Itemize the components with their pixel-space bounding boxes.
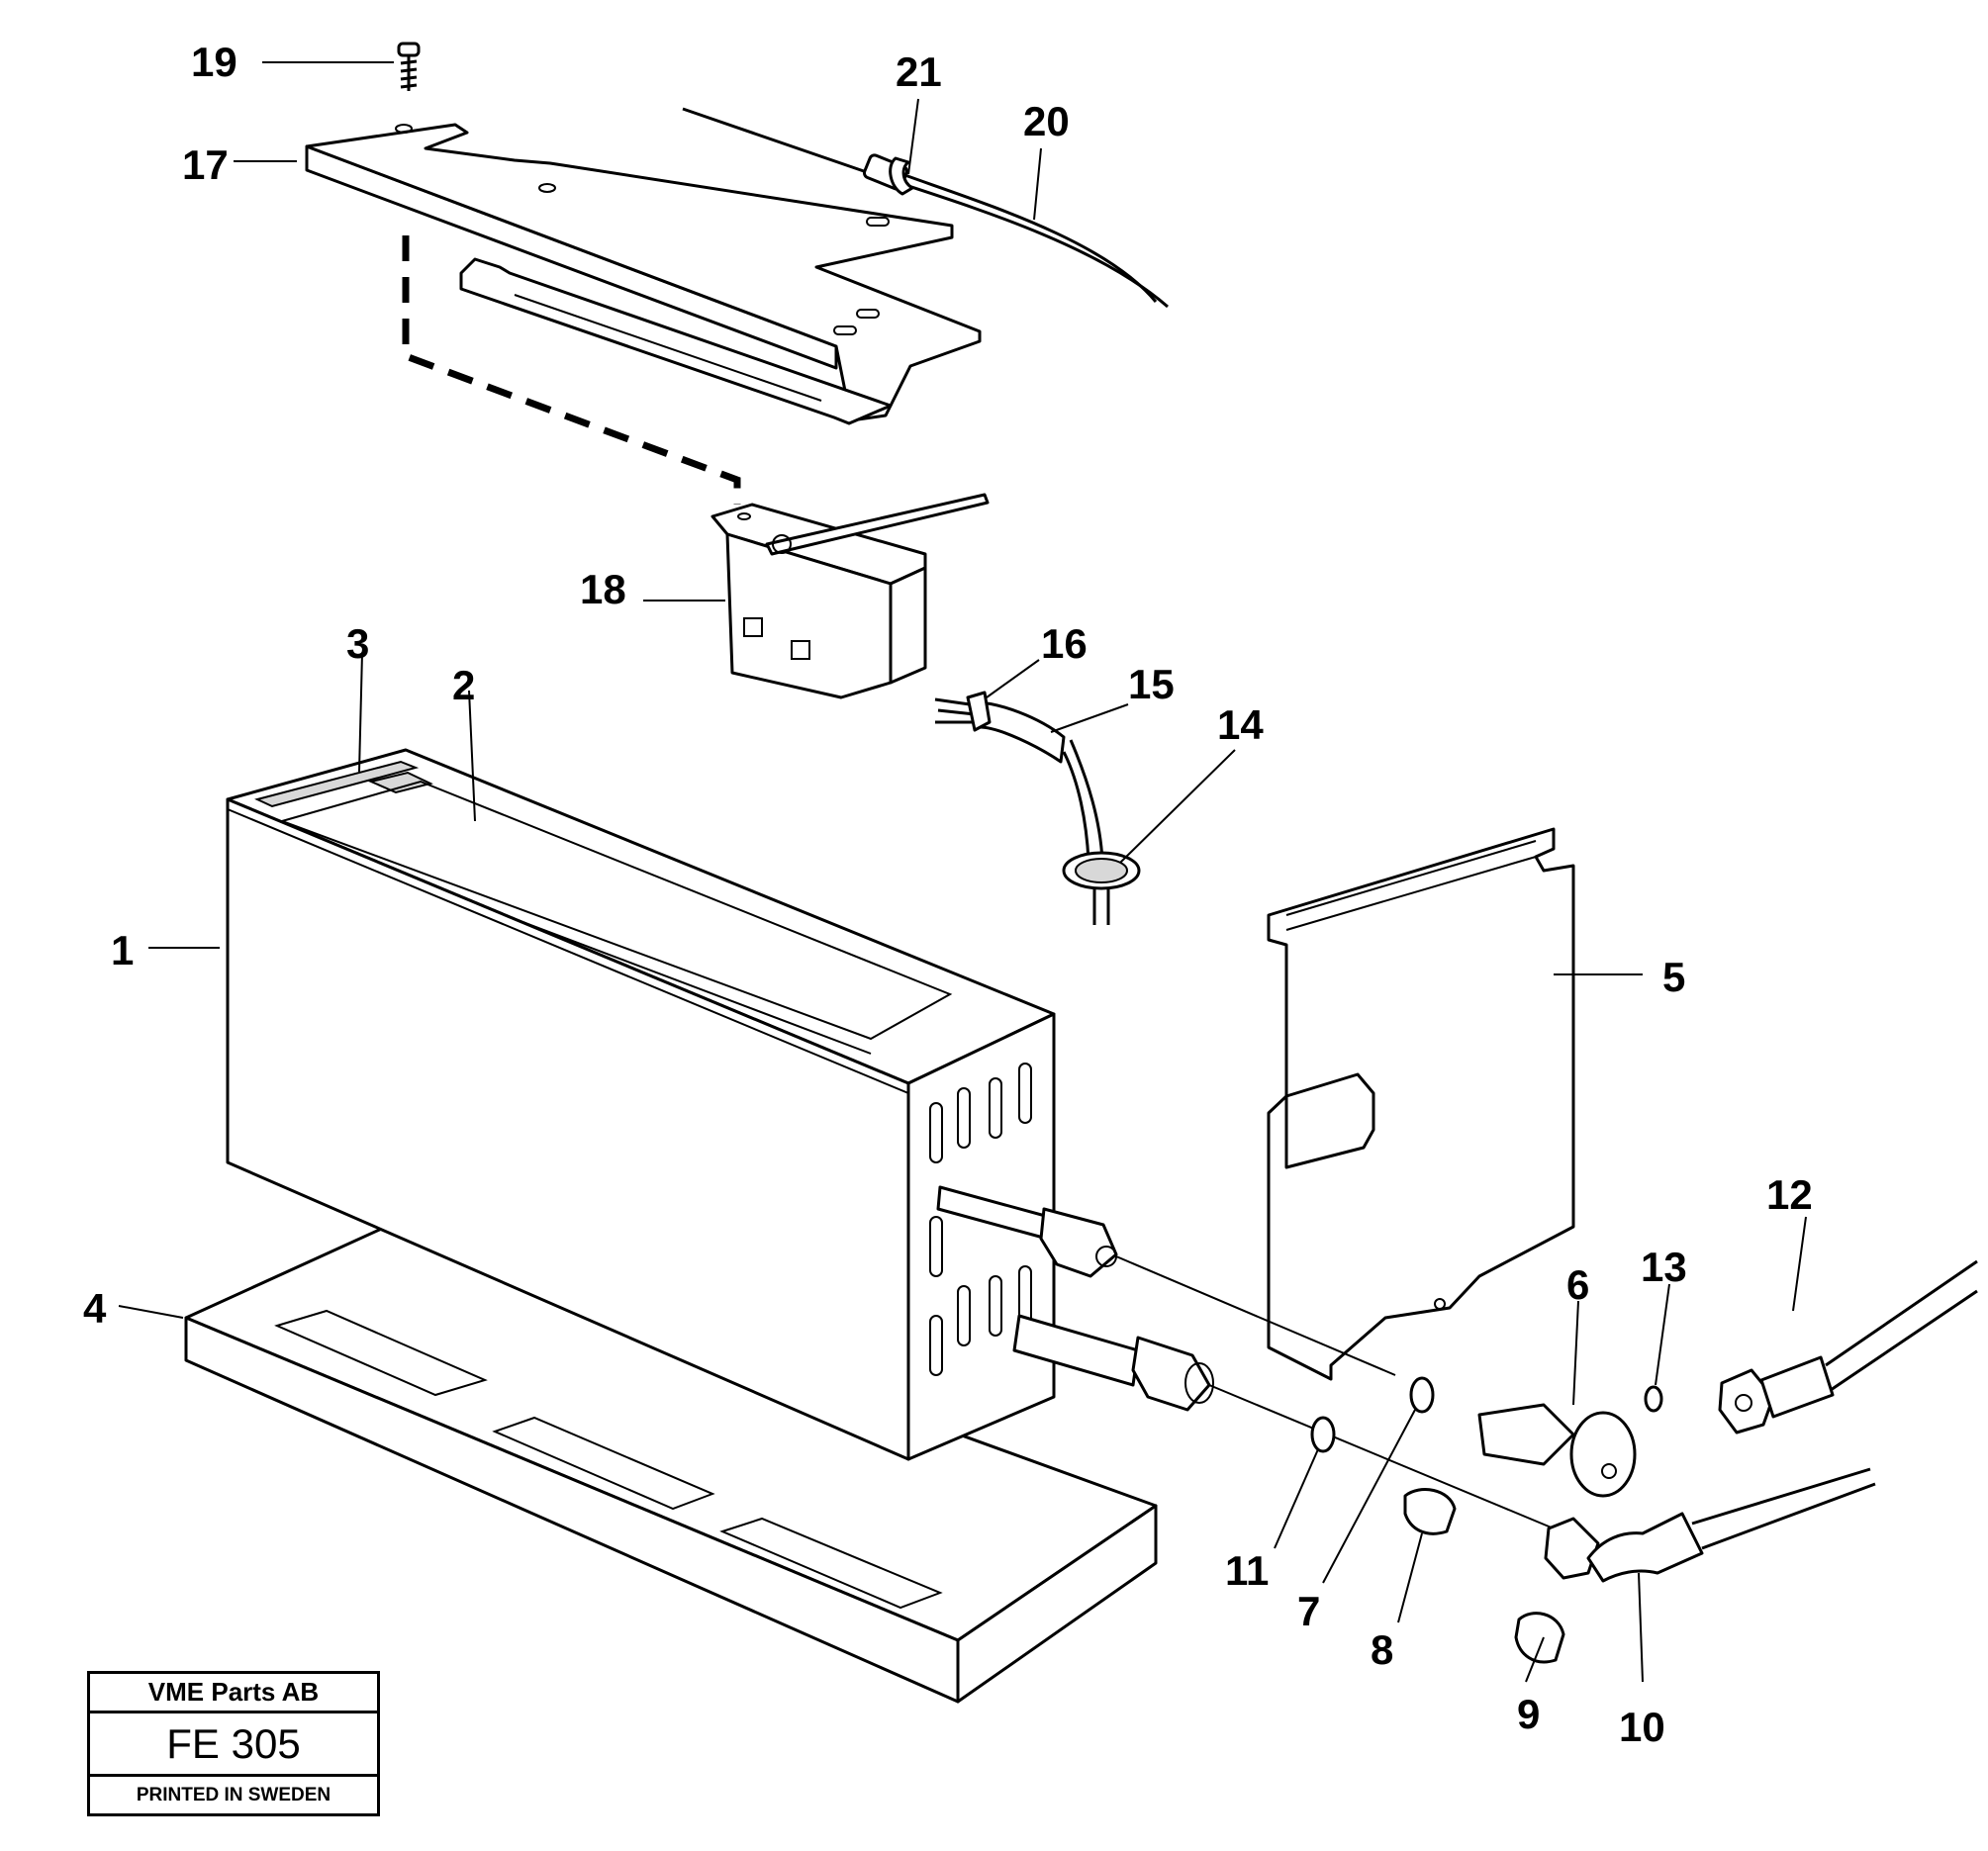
- callout-18: 18: [580, 566, 626, 612]
- leader-10: [1638, 1572, 1644, 1683]
- callout-19: 19: [191, 39, 237, 85]
- leader-12: [1792, 1216, 1807, 1312]
- fittings-6-13: [1115, 1255, 1978, 1664]
- callout-7: 7: [1297, 1588, 1320, 1634]
- nut-10: [1544, 1517, 1600, 1580]
- leader-15: [1050, 703, 1129, 733]
- screw-19: [397, 42, 421, 91]
- base-4: [184, 1225, 1158, 1704]
- callout-12: 12: [1766, 1171, 1813, 1218]
- leader-16: [986, 659, 1040, 698]
- cable-20-clip-21: [682, 107, 1169, 309]
- leader-11: [1274, 1448, 1319, 1549]
- callout-14: 14: [1217, 701, 1264, 748]
- harness-14-15-16: [934, 691, 1141, 925]
- leader-4: [118, 1305, 184, 1319]
- callout-9: 9: [1517, 1691, 1540, 1737]
- callout-5: 5: [1662, 954, 1685, 1000]
- leader-8: [1397, 1532, 1423, 1623]
- bracket-17: [305, 123, 982, 505]
- callout-16: 16: [1041, 620, 1088, 667]
- leader-13: [1655, 1283, 1670, 1386]
- callout-4: 4: [83, 1285, 107, 1332]
- leader-9: [1525, 1636, 1545, 1683]
- pipe-stubs: [936, 1185, 1214, 1412]
- callout-21: 21: [896, 48, 942, 95]
- callout-11: 11: [1225, 1547, 1269, 1594]
- callout-15: 15: [1128, 661, 1175, 707]
- leader-lines: [118, 61, 1807, 1683]
- company-name: VME Parts AB: [90, 1674, 377, 1713]
- callout-13: 13: [1641, 1244, 1687, 1290]
- callout-labels: 1 2 3 4 5 6 7 8 9 10 11 12 13 14 15 16 1…: [83, 39, 1813, 1750]
- leader-7: [1322, 1409, 1416, 1584]
- leader-6: [1572, 1300, 1579, 1406]
- callout-20: 20: [1023, 98, 1070, 144]
- leader-20: [1033, 147, 1042, 221]
- nut-12: [1718, 1368, 1775, 1435]
- valve-6: [1477, 1403, 1575, 1466]
- clip-8: [1403, 1488, 1457, 1535]
- callout-10: 10: [1619, 1704, 1665, 1750]
- leader-14: [1119, 749, 1236, 864]
- washer-11: [1310, 1416, 1336, 1453]
- leader-2: [468, 690, 476, 822]
- callout-17: 17: [182, 141, 229, 188]
- callout-1: 1: [111, 927, 134, 973]
- washer-7: [1409, 1376, 1435, 1414]
- callout-2: 2: [452, 662, 475, 708]
- switch-18: [710, 493, 990, 699]
- leader-3: [358, 652, 363, 773]
- leader-21: [907, 98, 919, 175]
- drawing-number: FE 305: [90, 1713, 377, 1777]
- clip-9: [1514, 1612, 1565, 1664]
- callout-3: 3: [346, 620, 369, 667]
- printed-note: PRINTED IN SWEDEN: [136, 1784, 331, 1805]
- oring-13: [1644, 1385, 1663, 1413]
- cover-plate-5: [1267, 827, 1575, 1381]
- callout-8: 8: [1371, 1626, 1393, 1673]
- callout-6: 6: [1566, 1261, 1589, 1308]
- title-block: VME Parts AB FE 305 PRINTED IN SWEDEN: [87, 1671, 380, 1816]
